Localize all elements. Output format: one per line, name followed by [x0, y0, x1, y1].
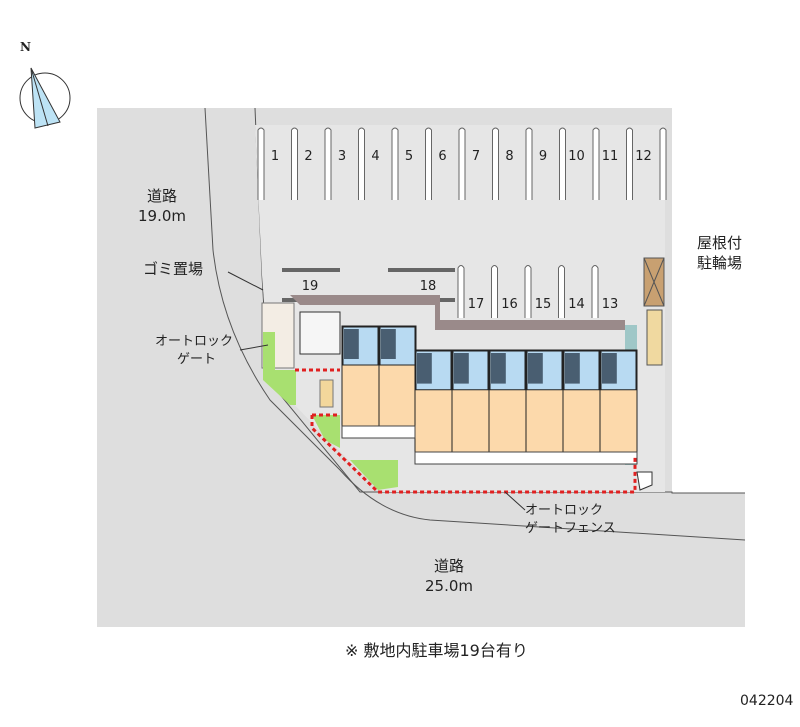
label-line: ゲートフェンス — [525, 521, 616, 536]
kitchen-unit — [454, 353, 469, 384]
kitchen-unit — [381, 329, 396, 359]
label-line: 駐輪場 — [697, 254, 743, 272]
road-left-label: 道路 19.0m — [138, 186, 186, 226]
green-area — [263, 332, 296, 405]
meter-box — [319, 379, 334, 408]
stall-divider — [457, 265, 465, 318]
property-code: 042204 — [740, 693, 794, 709]
kitchen-unit — [528, 353, 543, 384]
parking-stall-number: 7 — [472, 149, 480, 164]
parking-stall-number: 2 — [304, 149, 312, 164]
kitchen-unit — [565, 353, 580, 384]
compass-icon — [19, 67, 71, 129]
label-line: 屋根付 — [697, 234, 743, 252]
bike-parking — [646, 309, 663, 366]
stall-divider — [358, 127, 365, 200]
stall-divider — [425, 127, 432, 200]
label-line: ゲート — [177, 352, 217, 367]
entry-door — [636, 471, 653, 491]
stall-divider — [524, 265, 532, 318]
parking-stall-number: 1 — [271, 149, 279, 164]
stall-divider — [592, 127, 600, 200]
parking-stall-number: 15 — [535, 297, 552, 312]
road-edge-line — [204, 107, 746, 541]
stall-divider — [324, 127, 332, 200]
parking-stall-number: 9 — [539, 149, 547, 164]
parking-note: ※ 敷地内駐車場19台有り — [345, 641, 528, 660]
parking-stall-number: 10 — [568, 149, 585, 164]
balcony — [414, 451, 638, 465]
stall-divider — [559, 127, 566, 200]
road-bottom-label: 道路 25.0m — [425, 556, 473, 596]
parking-stall-number: 11 — [602, 149, 619, 164]
parking-stall-number: 17 — [468, 297, 485, 312]
leader-line — [227, 271, 526, 511]
parking-stall-number: 19 — [302, 279, 319, 294]
stall-divider — [558, 265, 565, 318]
parking-stall-number: 13 — [602, 297, 619, 312]
stall-divider — [391, 127, 399, 200]
compass-label: N — [20, 40, 31, 54]
parking-stall-number: 18 — [420, 279, 437, 294]
terrace — [290, 295, 625, 330]
parking-stall-number: 12 — [635, 149, 652, 164]
stall-divider — [591, 265, 599, 318]
kitchen-unit — [344, 329, 359, 359]
stall-divider — [659, 127, 667, 200]
road-width: 19.0m — [138, 207, 187, 225]
autolock-fence — [310, 413, 637, 494]
kitchen-unit — [602, 353, 617, 384]
bike-label: 屋根付 駐輪場 — [697, 233, 742, 273]
parking-stall-number: 4 — [371, 149, 379, 164]
green-area — [312, 415, 340, 448]
parking-stall-number: 8 — [505, 149, 513, 164]
stall-line — [282, 268, 455, 302]
kitchen-unit — [417, 353, 432, 384]
fence-label: オートロック ゲートフェンス — [525, 502, 616, 538]
parking-stall-number: 16 — [501, 297, 518, 312]
green-area — [350, 460, 398, 490]
stall-divider — [491, 265, 498, 318]
stall-divider — [291, 127, 298, 200]
label-line: オートロック — [155, 334, 234, 349]
road-width: 25.0m — [425, 577, 474, 595]
stall-divider — [458, 127, 466, 200]
stall-divider — [626, 127, 633, 200]
parking-stall-number: 6 — [438, 149, 446, 164]
balcony — [341, 425, 416, 439]
stall-divider — [492, 127, 499, 200]
autolock-gate-label: オートロック ゲート — [155, 333, 233, 369]
parking-stall-number: 3 — [338, 149, 346, 164]
road-name: 道路 — [434, 557, 465, 575]
stairs — [299, 311, 341, 355]
garbage-label: ゴミ置場 — [143, 260, 204, 278]
stall-divider — [525, 127, 533, 200]
parking-stall-number: 5 — [405, 149, 413, 164]
kitchen-unit — [491, 353, 506, 384]
stall-divider — [257, 127, 265, 200]
label-line: オートロック — [525, 503, 604, 518]
parking-stall-number: 14 — [568, 297, 585, 312]
road-name: 道路 — [147, 187, 178, 205]
